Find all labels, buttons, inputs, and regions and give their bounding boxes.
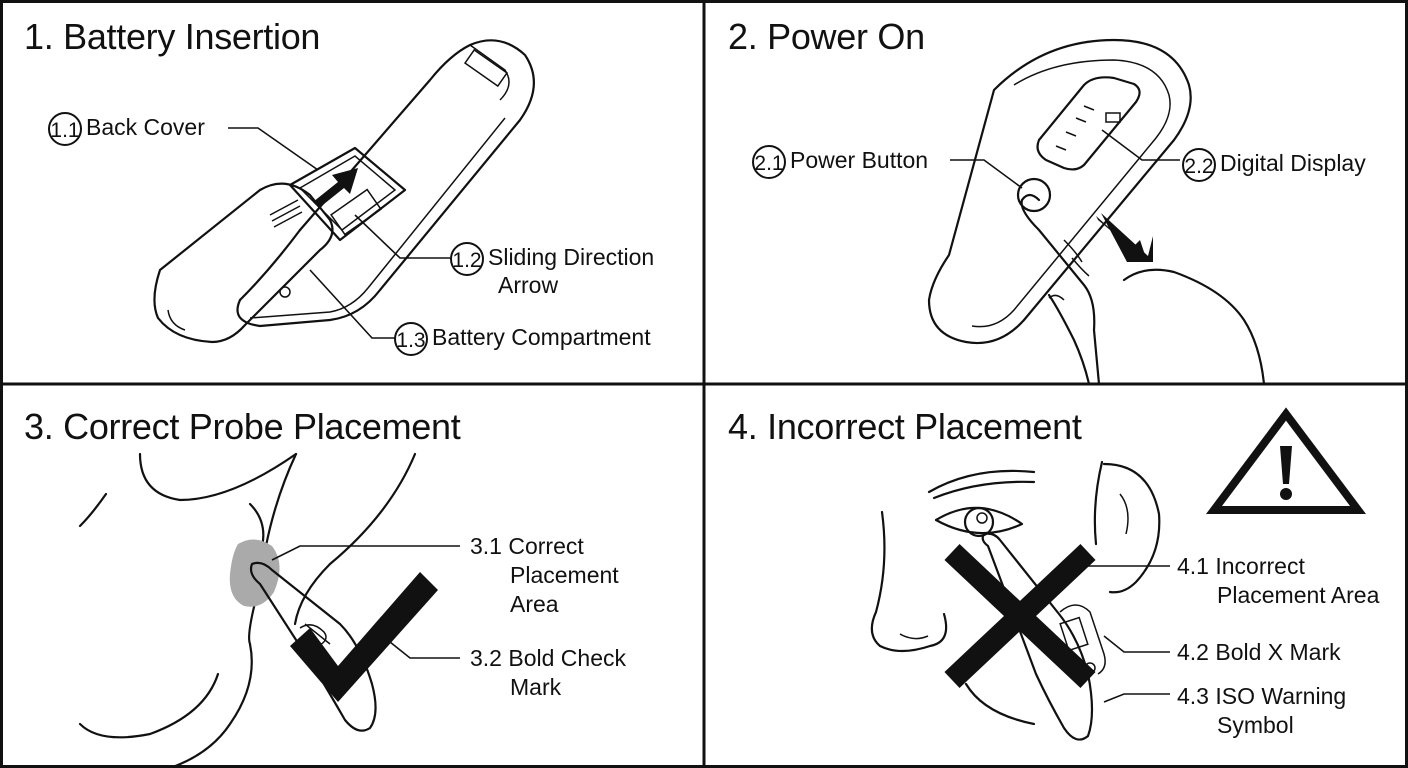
callout-number: 1.3 bbox=[394, 322, 428, 356]
label-incorrect-placement-area-line2: Placement Area bbox=[1217, 582, 1380, 608]
arrow-icon bbox=[1096, 213, 1153, 262]
callout-number: 2.1 bbox=[752, 145, 786, 179]
panel-3-title: 3. Correct Probe Placement bbox=[24, 406, 461, 447]
correct-placement-area bbox=[229, 539, 280, 607]
thermometer-back-illustration bbox=[153, 39, 535, 344]
check-mark-icon bbox=[290, 572, 438, 702]
callout-number: 2.2 bbox=[1182, 148, 1216, 182]
label-sliding-direction-arrow-line2: Arrow bbox=[498, 272, 559, 298]
panel-2-title: 2. Power On bbox=[728, 16, 925, 57]
label-text: Digital Display bbox=[1220, 150, 1366, 177]
label-warning-symbol-line1: 4.3 ISO Warning bbox=[1177, 683, 1347, 709]
label-check-mark-line2: Mark bbox=[510, 674, 562, 700]
label-x-mark: 4.2 Bold X Mark bbox=[1177, 639, 1341, 665]
label-correct-placement-area-line1: 3.1 Correct bbox=[470, 533, 584, 559]
ear-probe-illustration bbox=[78, 452, 460, 768]
label-warning-symbol-line2: Symbol bbox=[1217, 712, 1294, 738]
x-mark-icon bbox=[944, 543, 1096, 689]
label-text: Battery Compartment bbox=[432, 324, 651, 351]
label-text: Power Button bbox=[790, 147, 929, 174]
panel-incorrect-placement: 4. Incorrect Placement 4.1 Incorrect Pla… bbox=[704, 384, 1408, 768]
thermometer-front-illustration bbox=[927, 38, 1266, 386]
eye-probe-illustration bbox=[870, 407, 1366, 741]
warning-triangle-icon bbox=[1206, 407, 1366, 514]
panel-correct-probe-placement: 3. Correct Probe Placement 3.1 Correct P… bbox=[0, 384, 704, 768]
label-correct-placement-area-line2: Placement bbox=[510, 562, 619, 588]
label-incorrect-placement-area-line1: 4.1 Incorrect bbox=[1177, 553, 1305, 579]
label-text: Back Cover bbox=[86, 114, 205, 141]
arrow-icon bbox=[313, 168, 358, 208]
label-correct-placement-area-line3: Area bbox=[510, 591, 559, 617]
label-check-mark-line1: 3.2 Bold Check bbox=[470, 645, 626, 671]
label-text-line1: Sliding Direction bbox=[488, 244, 655, 271]
panel-1-title: 1. Battery Insertion bbox=[24, 16, 321, 57]
callout-number: 1.2 bbox=[450, 242, 484, 276]
callout-number: 1.1 bbox=[48, 112, 82, 146]
panel-4-title: 4. Incorrect Placement bbox=[728, 406, 1082, 447]
